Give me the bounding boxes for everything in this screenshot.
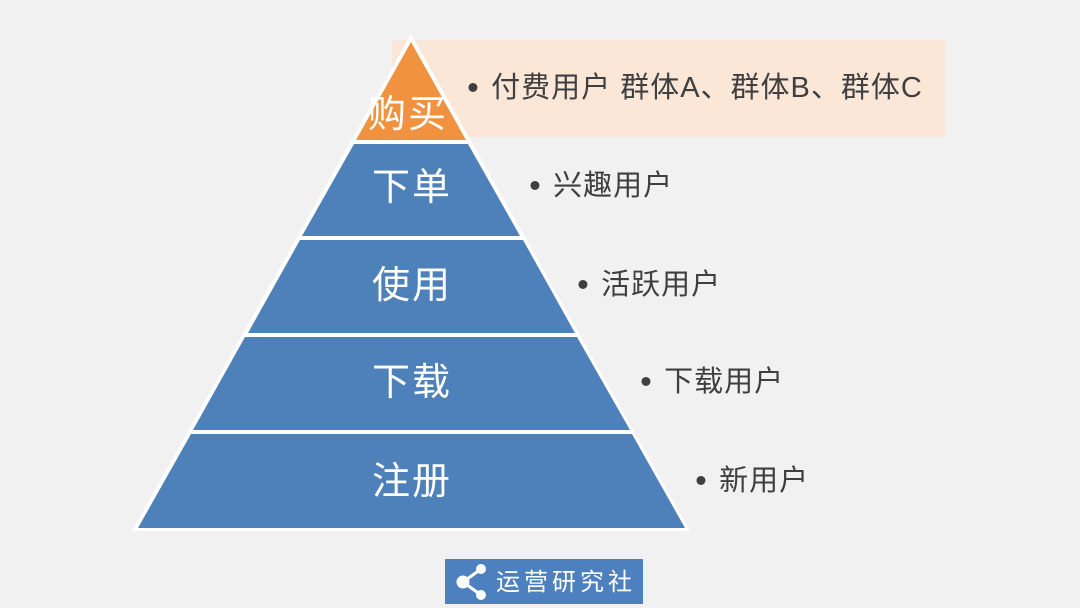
pyramid-segment-register <box>138 434 685 528</box>
level-label-use: 使用 <box>371 265 452 307</box>
annotation-purchase-text: 付费用户 群体A、群体B、群体C <box>491 72 923 104</box>
share-icon <box>456 563 486 600</box>
top-annotation-highlight <box>392 40 945 137</box>
pyramid-segment-purchase <box>356 42 466 140</box>
level-label-purchase: 购买 <box>367 94 448 136</box>
pyramid-segment-use <box>248 240 575 333</box>
bullet-icon: • <box>577 266 590 304</box>
logo-badge: 运营研究社 <box>445 559 643 604</box>
level-label-register: 注册 <box>371 461 452 503</box>
annotation-order-text: 兴趣用户 <box>553 170 674 202</box>
bullet-icon: • <box>640 363 653 401</box>
level-label-download: 下载 <box>371 362 452 404</box>
bullet-icon: • <box>467 69 480 107</box>
bullet-icon: • <box>529 167 542 205</box>
annotation-register-text: 新用户 <box>719 465 810 497</box>
annotation-download: • 下载用户 <box>640 363 785 401</box>
bullet-icon: • <box>695 462 708 500</box>
level-label-order: 下单 <box>371 167 452 209</box>
annotation-use-text: 活跃用户 <box>601 269 722 301</box>
logo-text: 运营研究社 <box>496 568 636 596</box>
annotation-register: • 新用户 <box>695 462 810 500</box>
annotation-purchase: • 付费用户 群体A、群体B、群体C <box>467 69 923 107</box>
pyramid-segment-order <box>302 144 520 236</box>
annotation-order: • 兴趣用户 <box>529 167 674 205</box>
annotation-use: • 活跃用户 <box>577 266 722 304</box>
annotation-download-text: 下载用户 <box>664 366 785 398</box>
pyramid-segment-download <box>193 337 630 430</box>
